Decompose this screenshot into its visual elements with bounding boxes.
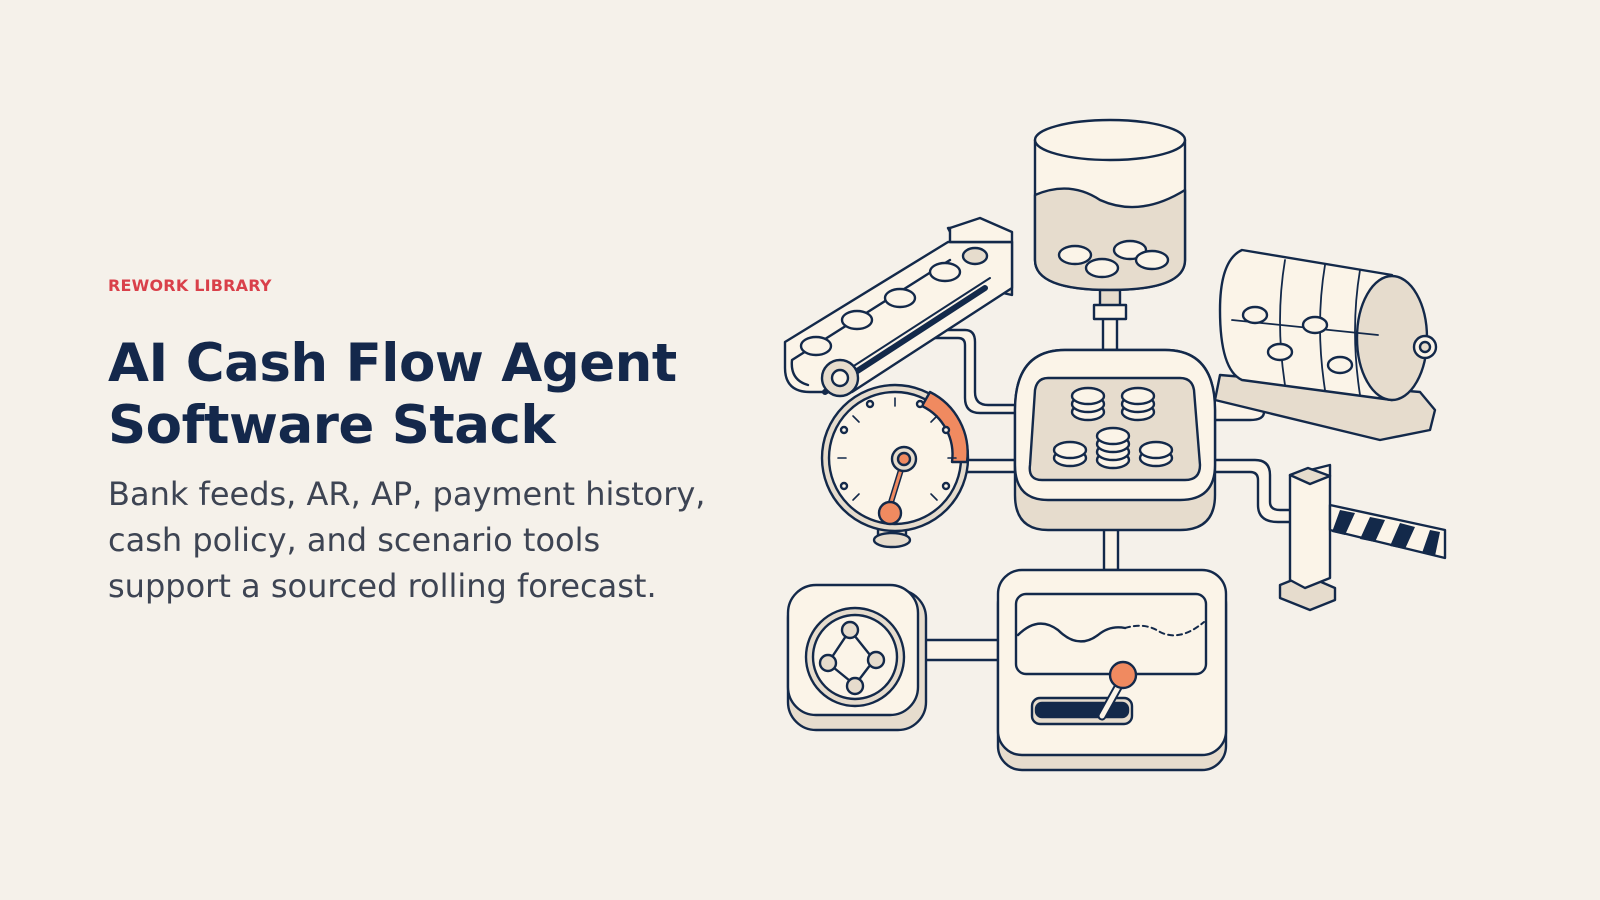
network-node-icon — [786, 583, 928, 732]
page-title: AI Cash Flow Agent Software Stack — [108, 333, 748, 457]
forecast-monitor-icon — [996, 568, 1228, 772]
eyebrow-label: REWORK LIBRARY — [108, 276, 272, 295]
coin-conveyor-icon — [783, 216, 1014, 398]
cash-hub-icon — [1013, 348, 1217, 532]
cash-flow-machine-illustration — [783, 118, 1447, 772]
pressure-gauge-icon — [820, 383, 970, 549]
page-subtitle: Bank feeds, AR, AP, payment history, cas… — [108, 475, 706, 605]
hero-text: REWORK LIBRARY AI Cash Flow Agent Softwa… — [108, 276, 748, 609]
barrier-gate-icon — [1278, 463, 1447, 612]
coin-drum-icon — [1213, 248, 1438, 442]
title-line-1: AI Cash Flow Agent — [108, 333, 677, 394]
title-line-2: Software Stack — [108, 395, 556, 456]
coin-reservoir-icon — [1033, 118, 1187, 321]
